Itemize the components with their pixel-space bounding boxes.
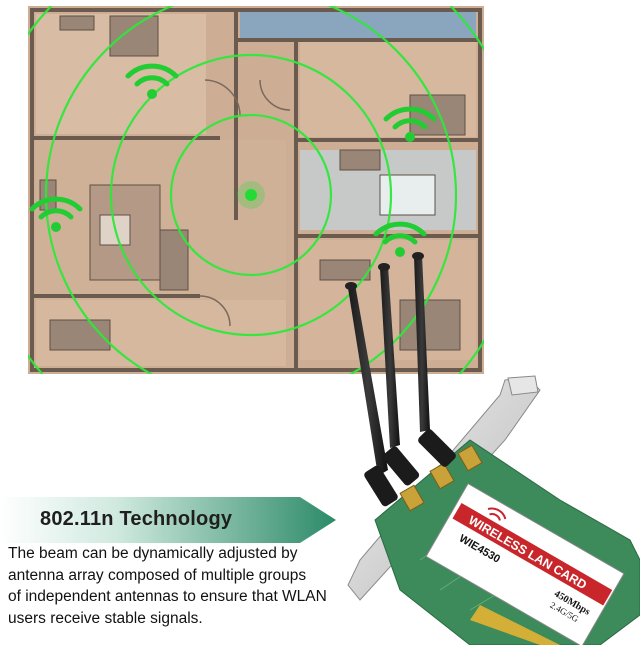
description-line: antenna array composed of multiple group… — [8, 566, 307, 584]
antenna-middle — [378, 263, 420, 486]
antenna-left — [345, 282, 398, 507]
description-line: of independent antennas to ensure that W… — [8, 588, 327, 605]
wifi-icon-top — [125, 63, 179, 99]
antenna-right — [412, 252, 456, 467]
feature-description: The beam can be dynamically adjusted by … — [8, 543, 368, 629]
heading-banner — [0, 497, 336, 543]
section-heading: 802.11n Technology — [40, 508, 233, 530]
wifi-icon-bottom-right — [373, 221, 427, 257]
wireless-card: WIRELESS LAN CARD WIE4530 450Mbps 2.4G/5… — [345, 252, 640, 645]
description-line: users receive stable signals. — [8, 609, 203, 627]
wifi-icon-right — [383, 106, 437, 142]
description-line: The beam can be dynamically adjusted by — [8, 545, 298, 562]
wifi-icon-left — [29, 196, 83, 232]
pcie-connector — [470, 605, 560, 645]
floor-plan — [28, 6, 484, 374]
